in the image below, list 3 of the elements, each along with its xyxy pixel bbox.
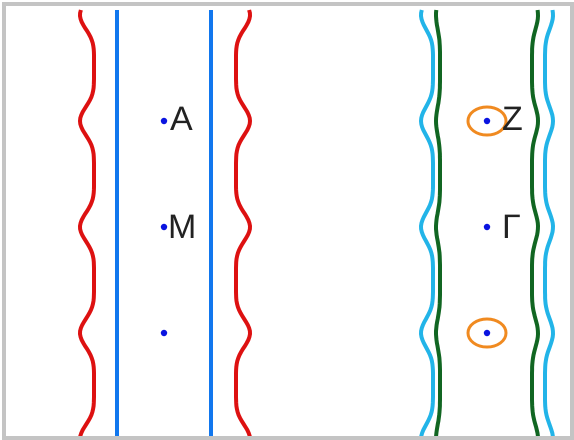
point-label: M [168,210,196,244]
point-label: A [170,102,193,136]
point-label: Γ [502,210,521,244]
